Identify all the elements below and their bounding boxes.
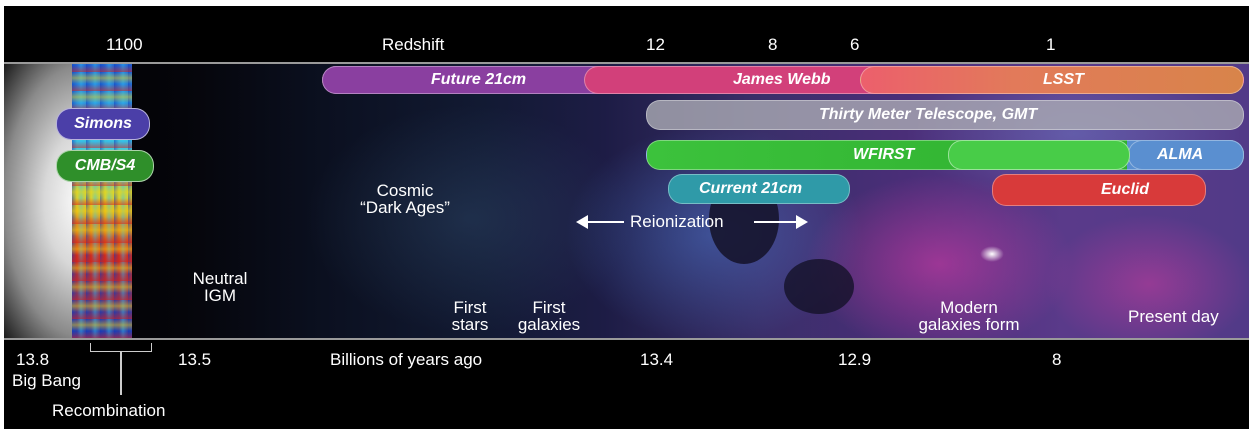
simons-label: Simons: [74, 115, 132, 132]
euclid-bar: Euclid: [992, 174, 1206, 206]
dark-void-2: [784, 259, 854, 314]
neutral-igm-label: Neutral IGM: [180, 270, 260, 304]
big-bang-label: Big Bang: [12, 371, 81, 390]
redshift-band: [4, 6, 1249, 62]
first-stars-line1: First: [453, 298, 487, 317]
modern-line1: Modern: [940, 298, 998, 317]
present-day-label: Present day: [1128, 307, 1219, 326]
current-21cm-bar: Current 21cm: [668, 174, 850, 204]
dark-ages-label: Cosmic “Dark Ages”: [340, 182, 470, 216]
redshift-tick-12: 12: [646, 35, 665, 54]
time-axis-title: Billions of years ago: [330, 350, 483, 369]
redshift-axis-title: Redshift: [382, 35, 445, 54]
time-band: [4, 340, 1249, 429]
cmb-map: [72, 64, 132, 338]
wfirst-label: WFIRST: [853, 146, 915, 163]
first-galaxies-line1: First: [532, 298, 566, 317]
top-separator: [4, 62, 1249, 64]
alma-label: ALMA: [1157, 146, 1204, 163]
time-tick-12-9: 12.9: [838, 350, 872, 369]
wfirst-inner-segment: [948, 140, 1130, 170]
first-galaxies-line2: galaxies: [517, 315, 581, 334]
cosmic-history-panel: Future 21cm James Webb LSST Thirty Meter…: [4, 64, 1249, 338]
first-galaxies-label: First galaxies: [504, 299, 594, 333]
lsst-bar: LSST: [860, 66, 1244, 94]
modern-galaxies-label: Modern galaxies form: [904, 299, 1034, 333]
current-21cm-label: Current 21cm: [699, 180, 803, 197]
redshift-tick-1: 1: [1046, 35, 1056, 54]
redshift-tick-8: 8: [768, 35, 778, 54]
cosmic-web-glow-2: [1044, 214, 1249, 338]
dark-ages-line2: “Dark Ages”: [360, 198, 450, 217]
dark-ages-line1: Cosmic: [376, 181, 434, 200]
neutral-line2: IGM: [203, 286, 237, 305]
reionization-left-arrow: [576, 215, 624, 229]
redshift-tick-1100: 1100: [106, 35, 143, 54]
james-webb-label: James Webb: [733, 71, 831, 88]
redshift-tick-6: 6: [850, 35, 860, 54]
modern-line2: galaxies form: [918, 315, 1020, 334]
timeline-figure: Future 21cm James Webb LSST Thirty Meter…: [4, 6, 1249, 429]
cmb-s4-pill: CMB/S4: [56, 150, 154, 182]
future-21cm-label: Future 21cm: [431, 71, 527, 88]
lsst-label: LSST: [1043, 71, 1084, 88]
time-tick-13-8: 13.8: [16, 350, 50, 369]
tmt-gmt-label: Thirty Meter Telescope, GMT: [819, 106, 1038, 123]
time-tick-13-4: 13.4: [640, 350, 674, 369]
reionization-right-arrow: [754, 215, 808, 229]
tmt-gmt-bar: Thirty Meter Telescope, GMT: [646, 100, 1244, 130]
alma-bar: ALMA: [1128, 140, 1244, 170]
first-stars-line2: stars: [451, 315, 489, 334]
bottom-separator: [4, 338, 1249, 340]
first-stars-label: First stars: [440, 299, 500, 333]
reionization-label: Reionization: [630, 212, 724, 231]
euclid-label: Euclid: [1101, 181, 1150, 198]
future-21cm-overlay: Future 21cm: [322, 66, 632, 94]
recombination-label: Recombination: [52, 401, 166, 420]
recombination-stem: [120, 351, 122, 395]
neutral-line1: Neutral: [192, 269, 248, 288]
time-tick-13-5: 13.5: [178, 350, 212, 369]
cmb-s4-label: CMB/S4: [74, 157, 136, 174]
galaxy-glow: [980, 246, 1004, 262]
time-tick-8: 8: [1052, 350, 1062, 369]
simons-pill: Simons: [56, 108, 150, 140]
